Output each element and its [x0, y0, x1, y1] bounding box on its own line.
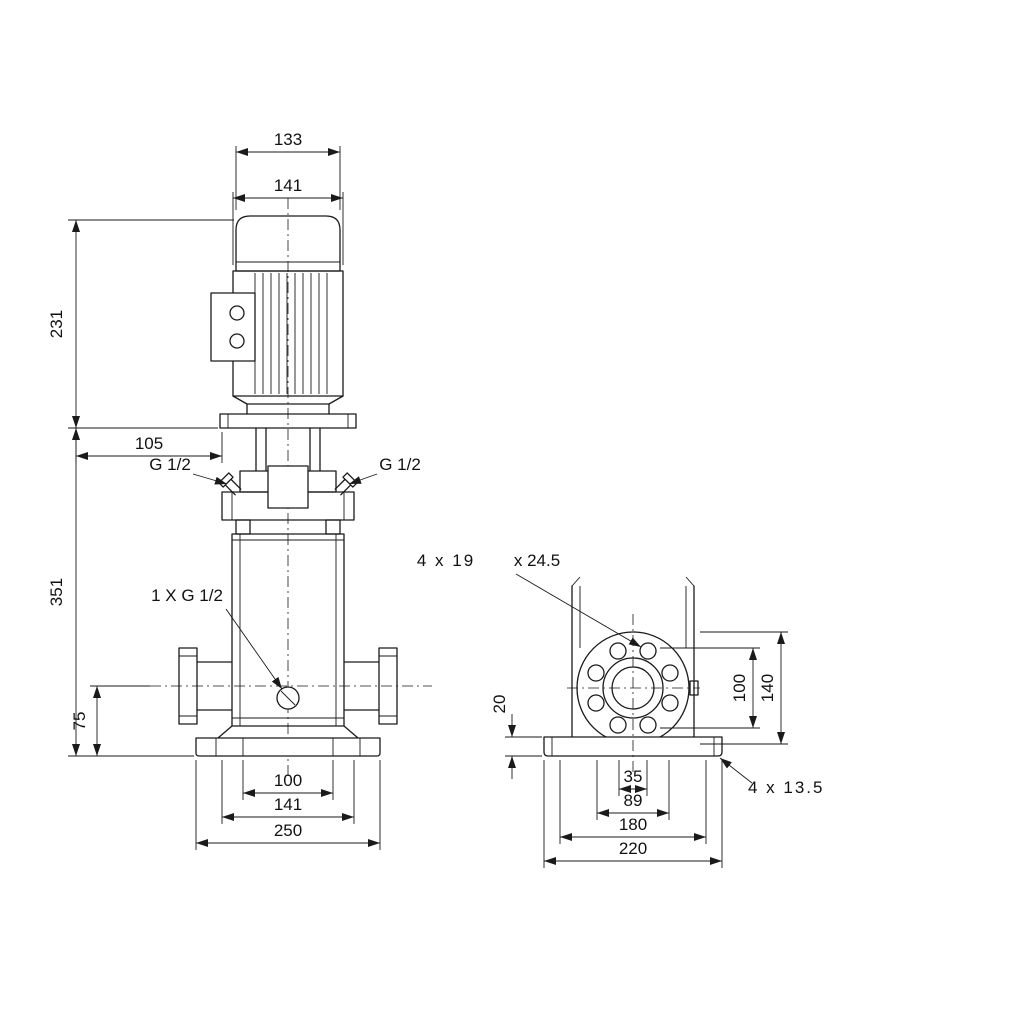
port-pipe-left: [196, 661, 233, 711]
cable-entry-hole-1: [229, 305, 245, 321]
bolt-hole-5: [661, 694, 679, 712]
pump-body-side: [571, 576, 695, 738]
motor-flange-bolts: [227, 414, 349, 428]
head-body-walls: [231, 492, 345, 520]
port-right-label: G 1/2: [379, 455, 421, 474]
dim-port-height: 75: [70, 685, 150, 756]
callout-port-left: G 1/2: [149, 455, 228, 485]
bolt-hole-8: [609, 716, 627, 734]
bolt-hole-3: [661, 664, 679, 682]
dim-base-width-inner: 100: [242, 760, 334, 800]
dim-label-250: 250: [274, 821, 302, 840]
dim-label-231: 231: [47, 310, 66, 338]
dim-label-100-side: 100: [730, 674, 749, 702]
flange-side-tab: [689, 680, 699, 696]
terminal-box: [210, 292, 256, 362]
base-plate-edges: [551, 737, 715, 756]
coupling-guard: [255, 427, 321, 472]
staybolt-nut-left: [235, 519, 251, 535]
side-view: 4 x 19 x 24.5 20 100 140 35 89: [417, 551, 825, 868]
dim-head-width: 141: [221, 760, 355, 824]
base-foot-lines: [215, 738, 361, 756]
body-outline: [571, 585, 695, 738]
bolt-hole-7: [639, 716, 657, 734]
staybolt-nut-right: [325, 519, 341, 535]
callout-base-holes: 4 x 13.5: [719, 757, 825, 797]
dim-flange-od: 140: [700, 631, 788, 745]
port-flange-left: [178, 647, 198, 725]
dim-label-89: 89: [624, 791, 643, 810]
bolt-hole-2: [609, 642, 627, 660]
callout-flange-holes: 4 x 19 x 24.5: [417, 551, 642, 648]
dim-bolt-circle: 100: [660, 647, 760, 729]
base-plate: [195, 737, 381, 757]
flange-holes-depth-label: x 24.5: [514, 551, 560, 570]
head-body: [221, 491, 355, 521]
port-flange-right-bolts: [379, 655, 397, 717]
cable-entry-hole-2: [229, 333, 245, 349]
base-holes-label: 4 x 13.5: [748, 778, 825, 797]
bolt-hole-4: [587, 664, 605, 682]
dim-label-20: 20: [490, 695, 509, 714]
port-flange-left-bolts: [179, 655, 197, 717]
dim-motor-body-width: 141: [232, 176, 344, 265]
ports: [178, 647, 398, 725]
dim-label-180: 180: [619, 815, 647, 834]
bearing-block: [267, 465, 309, 509]
motor-fan-cover: [235, 215, 341, 272]
dim-220: 220: [543, 760, 723, 868]
dim-89: 89: [596, 760, 670, 820]
dim-label-100-front: 100: [274, 771, 302, 790]
dim-pump-height: 351: [47, 428, 194, 757]
dim-motor-height: 231: [47, 219, 234, 429]
dim-label-35: 35: [624, 767, 643, 786]
bolt-hole-1: [639, 642, 657, 660]
dim-label-105: 105: [135, 434, 163, 453]
dim-35: 35: [618, 760, 648, 796]
motor-flange: [219, 413, 357, 429]
dim-label-220: 220: [619, 839, 647, 858]
motor-shoulder: [232, 395, 344, 405]
drain-plug-slot: [280, 690, 296, 706]
body-break-lines: [571, 576, 695, 587]
motor: [210, 215, 357, 429]
pump-head: [218, 427, 358, 535]
base-flare: [217, 725, 359, 739]
callout-drain-port: 1 X G 1/2: [151, 586, 283, 690]
dim-label-141-motor: 141: [274, 176, 302, 195]
drain-port-label: 1 X G 1/2: [151, 586, 223, 605]
flange-holes-label: 4 x 19: [417, 551, 475, 570]
dim-label-140: 140: [758, 674, 777, 702]
callout-port-right: G 1/2: [348, 455, 421, 485]
port-pipe-right: [343, 661, 380, 711]
drain-plug: [276, 686, 300, 710]
dim-base-thickness: 20: [490, 695, 542, 779]
dim-180: 180: [559, 760, 707, 844]
pump-base: [195, 725, 381, 757]
sleeve-walls: [239, 534, 337, 726]
bolt-hole-6: [587, 694, 605, 712]
front-view: 133 141 231 105 G 1/2 G 1/2 351: [47, 130, 432, 850]
dim-label-75: 75: [70, 712, 89, 731]
dim-label-351: 351: [47, 578, 66, 606]
port-flange-right: [378, 647, 398, 725]
dim-base-width: 250: [195, 760, 381, 850]
port-left-label: G 1/2: [149, 455, 191, 474]
dim-label-133: 133: [274, 130, 302, 149]
motor-fins: [254, 273, 328, 394]
dim-label-141-base: 141: [274, 795, 302, 814]
motor-neck: [246, 403, 330, 415]
body-wall-lines: [579, 586, 687, 648]
